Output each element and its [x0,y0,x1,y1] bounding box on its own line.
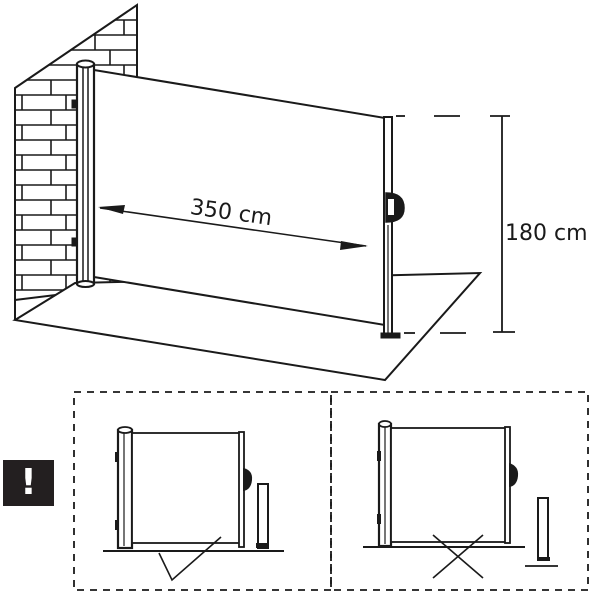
cassette-post [71,59,96,288]
panel-incorrect [330,391,589,591]
panel-correct [73,391,332,591]
height-dimension [396,115,515,334]
pull-bar [380,116,405,339]
exclamation-icon: ! [20,462,37,503]
height-label: 180 cm [505,221,588,246]
check-icon [158,536,222,582]
width-dimension [98,205,368,250]
cross-icon [432,534,484,579]
warning-badge: ! [3,460,54,506]
